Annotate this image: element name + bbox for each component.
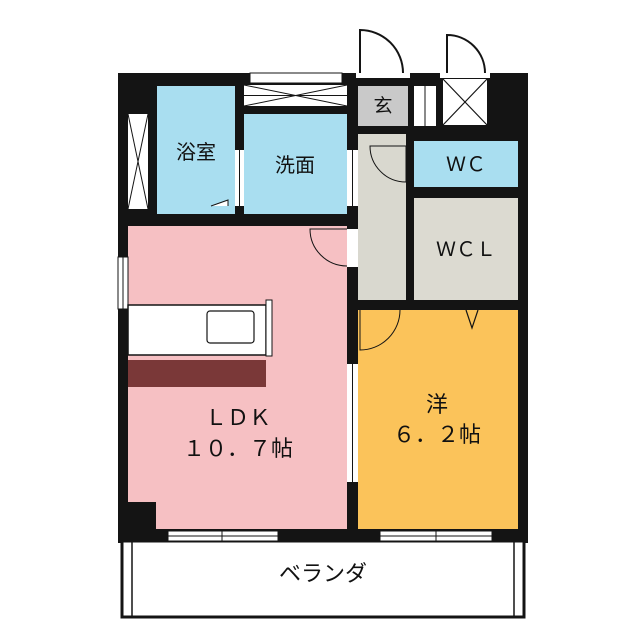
ldk-door [347, 229, 358, 267]
cabinet-door-swing [446, 33, 486, 74]
entrance-area [358, 86, 408, 126]
kitchen-sink [206, 310, 255, 344]
western-size-label: ６．２帖 [393, 423, 481, 448]
western-label: 洋 [426, 393, 448, 418]
counter-extension [265, 299, 273, 357]
window-top [249, 72, 343, 84]
pillar [128, 502, 156, 529]
wc-door-swing [369, 145, 407, 183]
western-room [358, 310, 518, 529]
washroom [244, 114, 347, 214]
wcl-room [414, 198, 518, 300]
ldk-door-swing [309, 228, 348, 267]
cabinet-opening [440, 70, 490, 78]
entrance-opening [356, 70, 410, 78]
washroom-label: 洗面 [275, 153, 315, 177]
ldk-size-label: １０．７帖 [183, 437, 293, 462]
entrance-label: 玄 [373, 95, 392, 117]
wc-room [414, 141, 518, 187]
ldk-label: ＬＤＫ [205, 406, 271, 431]
bath-room [157, 86, 235, 214]
veranda-label: ベランダ [279, 562, 367, 587]
hallway [358, 134, 406, 300]
wcl-door-marker [465, 309, 479, 330]
veranda-area [120, 539, 526, 619]
wc-label: ＷＣ [446, 152, 486, 176]
wcl-label: ＷＣＬ [436, 237, 496, 261]
bath-door-marker [210, 199, 229, 207]
bath-label: 浴室 [176, 140, 216, 164]
western-door-swing [359, 309, 401, 351]
entrance-door-swing [359, 28, 404, 74]
dining-counter [128, 360, 266, 387]
